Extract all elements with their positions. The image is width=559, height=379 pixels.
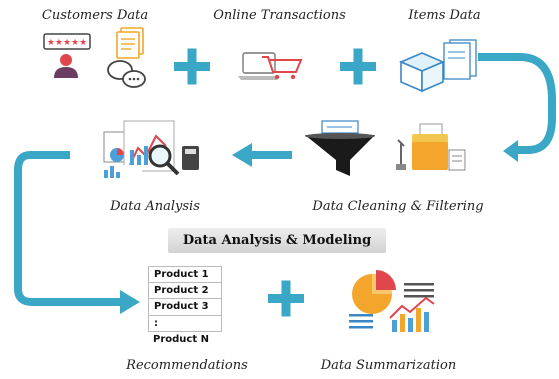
plus-sign [174, 48, 210, 85]
summary-chart-icon [349, 270, 435, 332]
data-analysis-caption: Data Analysis [110, 199, 200, 214]
funnel-icon [305, 120, 375, 176]
product-item: Product 1 [148, 266, 222, 283]
arrow-head [503, 140, 518, 162]
data-cleaning-caption: Data Cleaning & Filtering [312, 199, 484, 214]
items-data-caption: Items Data [408, 8, 481, 23]
product-item: : [148, 315, 222, 332]
product-item: Product N [153, 334, 209, 345]
document-icon [116, 27, 144, 59]
online-transactions-caption: Online Transactions [213, 8, 346, 23]
product-list: Product 1 Product 2 Product 3 : Product … [148, 266, 222, 349]
recommendations-caption: Recommendations [126, 358, 248, 373]
flow-arrow [478, 53, 556, 154]
plus-sign [340, 48, 376, 85]
laptop-cart-icon [238, 52, 303, 80]
modeling-banner: Data Analysis & Modeling [168, 228, 386, 253]
arrow-head [120, 290, 140, 314]
product-item: Product 2 [148, 282, 222, 299]
analytics-magnifier-icon [102, 120, 199, 178]
data-summarization-caption: Data Summarization [320, 358, 457, 373]
chat-bubbles-icon [107, 60, 146, 88]
review-person-icon: ★★★★★ [43, 33, 91, 78]
customers-data-caption: Customers Data [41, 8, 149, 23]
svg-text:★★★★★: ★★★★★ [47, 38, 87, 48]
flow-arrow [14, 151, 122, 306]
box-documents-icon [398, 39, 477, 93]
product-item: Product 3 [148, 299, 222, 316]
folder-documents-icon [396, 123, 466, 171]
arrow-head [232, 143, 252, 167]
plus-sign [268, 280, 304, 317]
